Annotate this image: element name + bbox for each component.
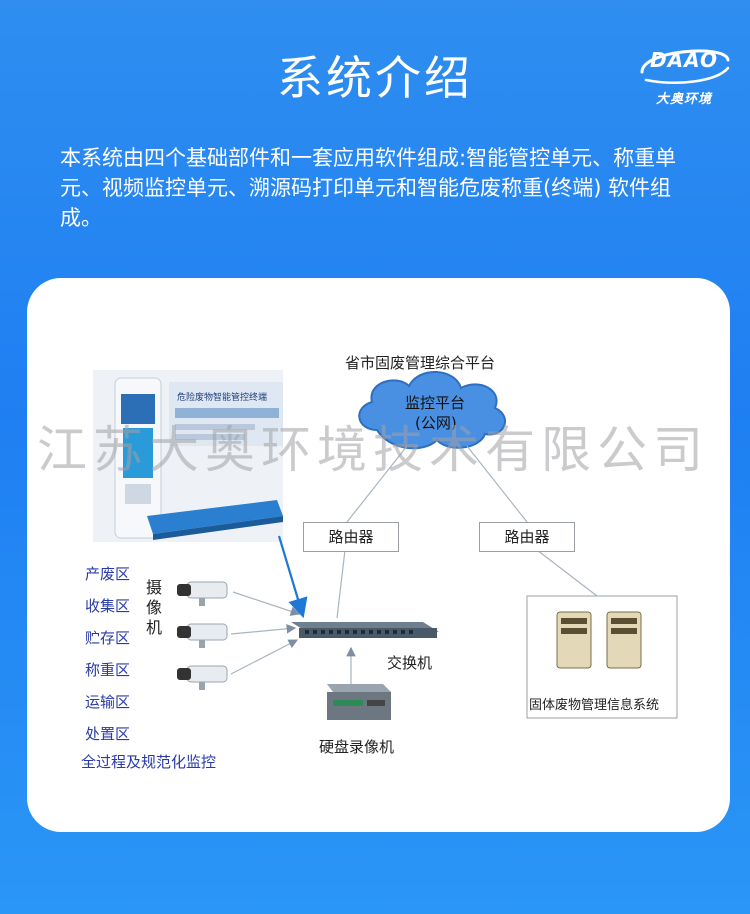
cloud-label-2: (公网) (415, 414, 457, 432)
server-icon (556, 611, 642, 669)
zone-label: 处置区 (85, 725, 131, 743)
zone-label: 全过程及规范化监控 (81, 753, 217, 771)
zone-label: 贮存区 (85, 629, 131, 647)
zone-label: 产废区 (85, 565, 131, 583)
zone-label: 运输区 (85, 693, 131, 711)
network-switch-icon (291, 622, 439, 638)
router-left: 路由器 (303, 522, 399, 552)
camera-icon (177, 581, 228, 606)
kiosk-title: 危险废物智能管控终端 (177, 393, 268, 403)
disk-recorder-icon (327, 684, 391, 720)
router-right-label: 路由器 (504, 528, 550, 546)
brand-logo: DAAO 大奥环境 (636, 42, 732, 112)
intro-text: 本系统由四个基础部件和一套应用软件组成:智能管控单元、称重单元、视频监控单元、溯… (60, 146, 677, 230)
diagram-card: 省市固废管理综合平台 监控平台 (公网) 路由器 路由器 危险废物智能管控终端 … (27, 278, 730, 832)
switch-label: 交换机 (387, 654, 433, 672)
cloud-label-1: 监控平台 (405, 394, 466, 412)
router-left-label: 路由器 (328, 528, 374, 546)
camera-icon (177, 665, 228, 690)
page-title: 系统介绍 (277, 51, 473, 105)
company-watermark: 江苏大奥环境技术有限公司 (37, 421, 709, 479)
recorder-label: 硬盘录像机 (319, 738, 395, 756)
router-right: 路由器 (479, 522, 575, 552)
kiosk-terminal (93, 370, 283, 542)
logo-name: DAAO (650, 48, 718, 72)
camera-icon (177, 623, 228, 648)
platform-title: 省市固废管理综合平台 (345, 354, 496, 372)
system-label: 固体废物管理信息系统 (529, 698, 660, 713)
system-diagram (93, 370, 678, 720)
logo-subtitle: 大奥环境 (655, 92, 712, 107)
logo-swoosh-icon (640, 49, 730, 84)
cloud-platform-icon (358, 371, 507, 450)
zone-label: 收集区 (85, 597, 131, 615)
camera-label: 摄像机 (145, 578, 162, 637)
zone-label: 称重区 (85, 661, 131, 679)
